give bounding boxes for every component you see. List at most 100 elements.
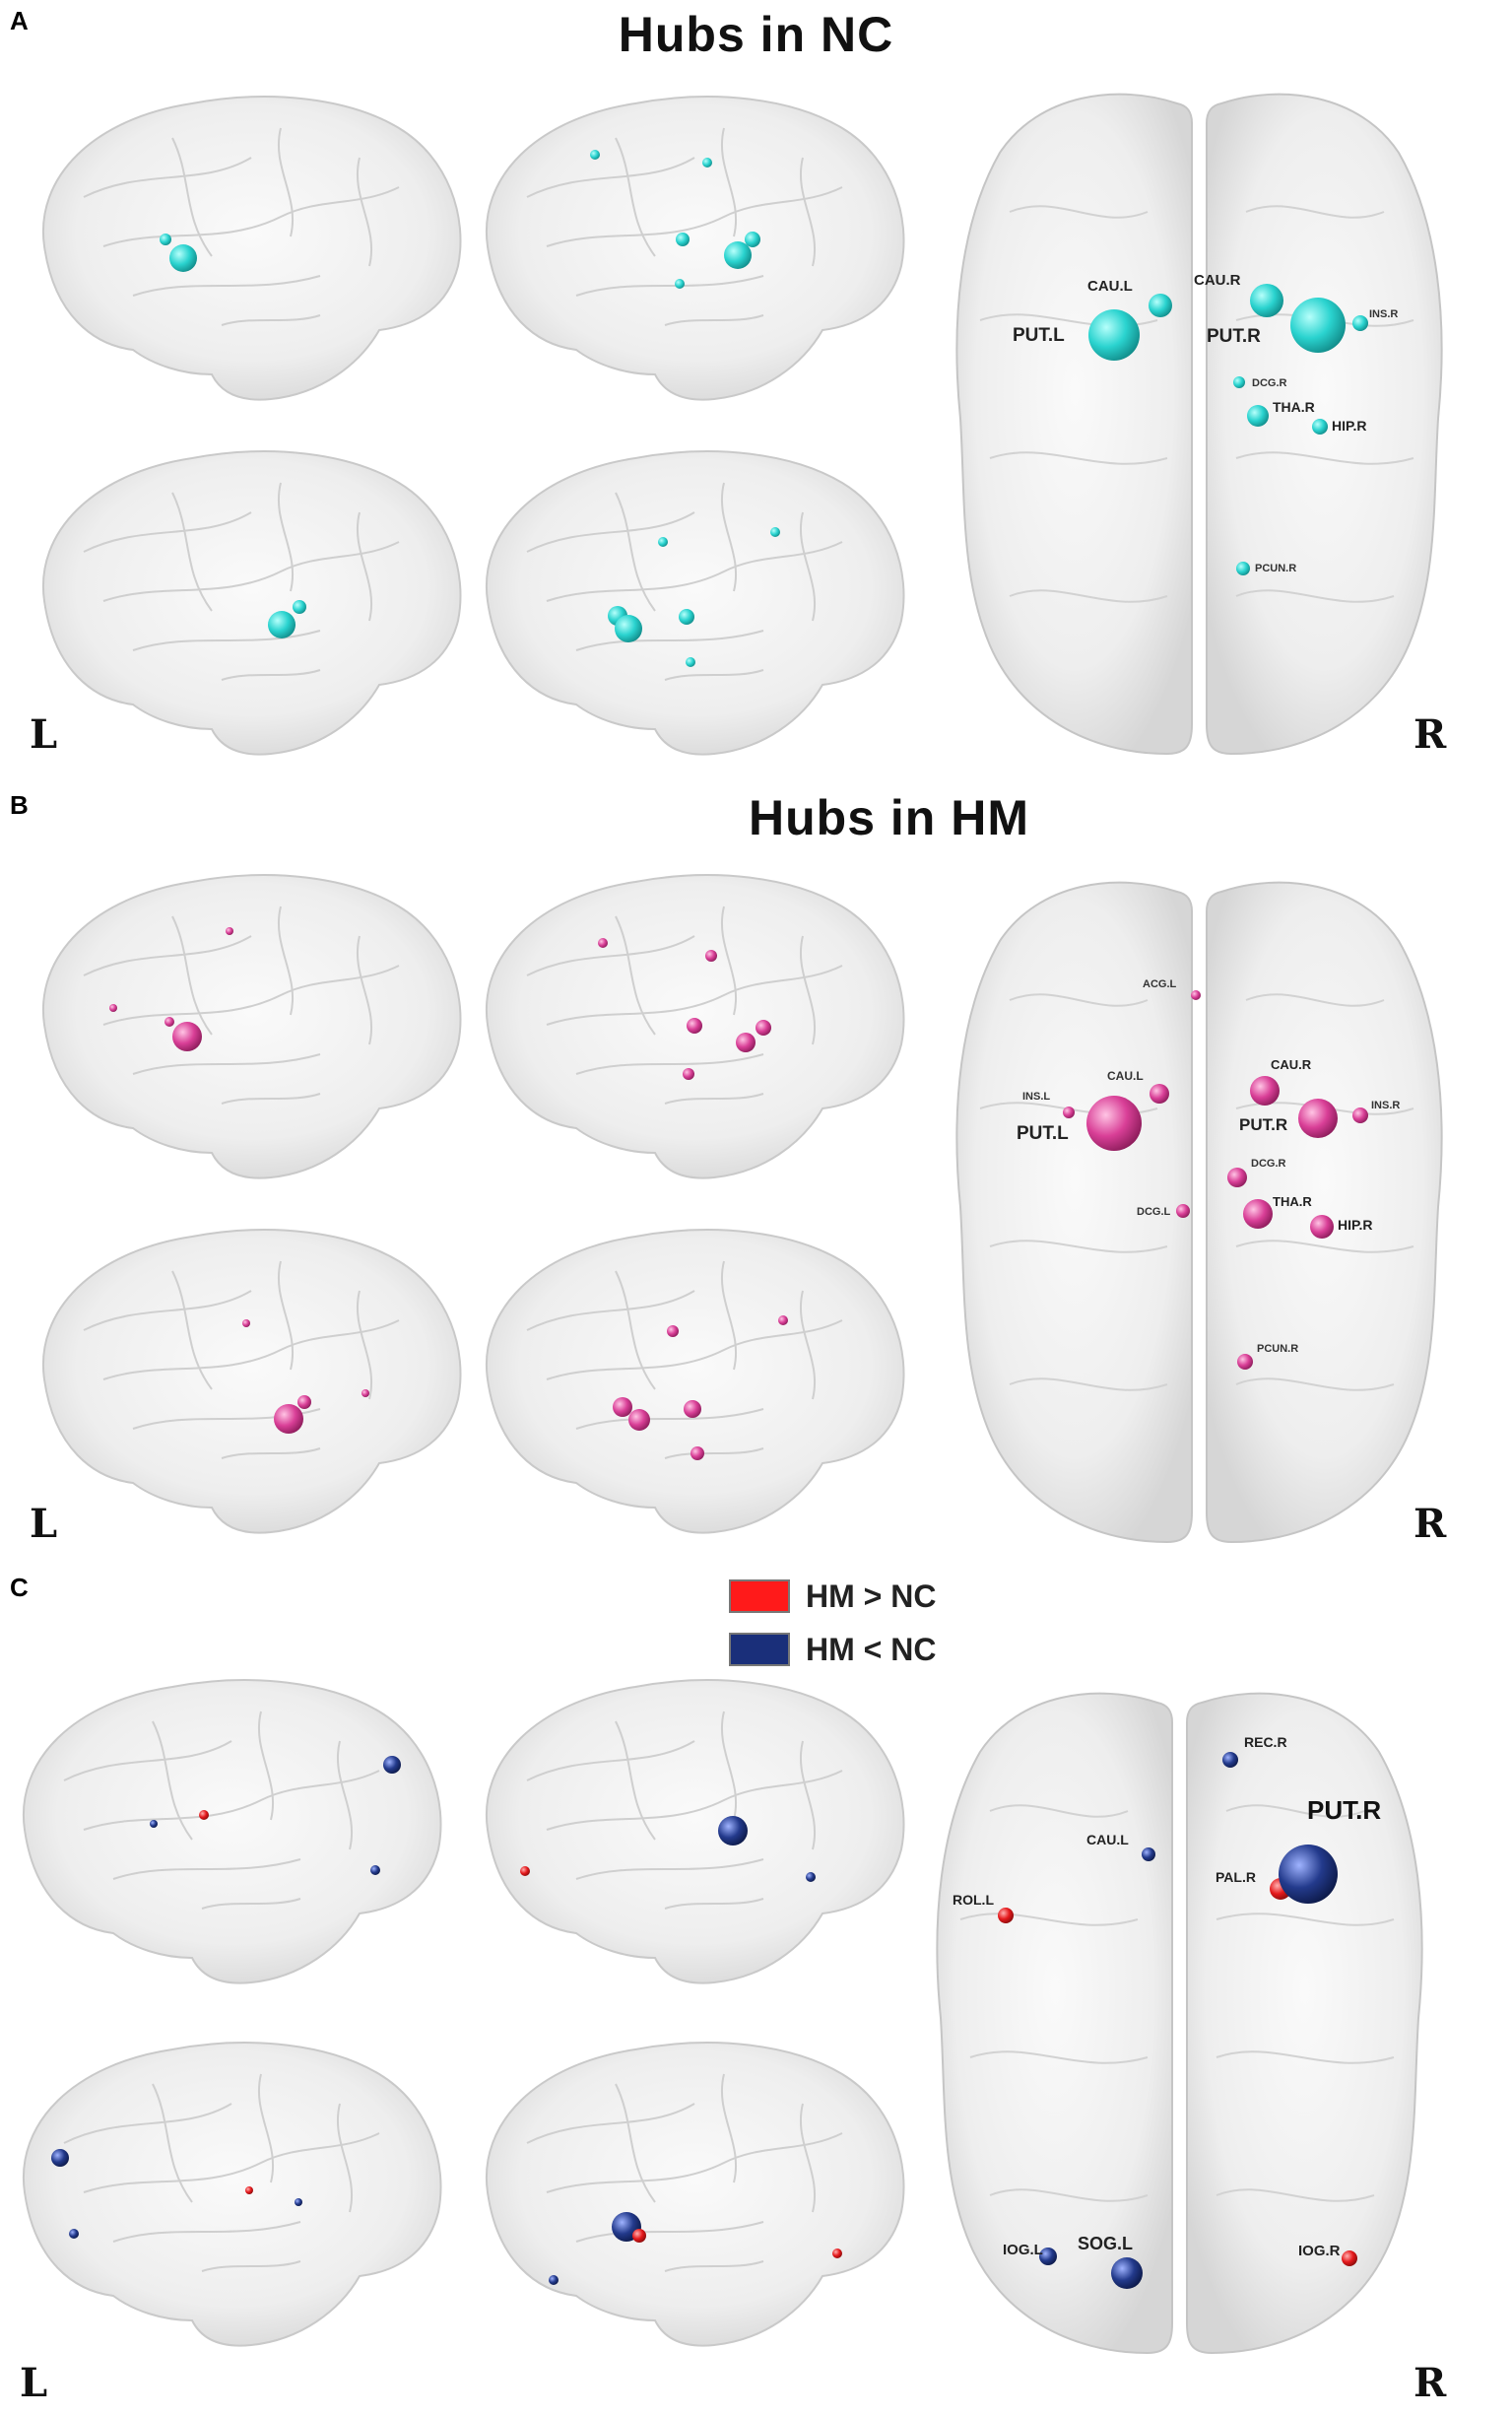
node-label: PUT.R [1239, 1115, 1287, 1134]
node-label: CAU.R [1271, 1057, 1312, 1072]
diff-node [51, 2149, 69, 2167]
diff-node [1111, 2257, 1143, 2289]
diff-node [832, 2248, 842, 2258]
diff-node [383, 1756, 401, 1774]
hub-node [1086, 1096, 1142, 1151]
diff-node [245, 2186, 253, 2194]
legend-item-decrease: HM < NC [729, 1631, 937, 1667]
hub-node [1352, 1107, 1368, 1123]
hub-node [1150, 1084, 1169, 1104]
node-label: REC.R [1244, 1734, 1287, 1750]
node-label: THA.R [1273, 399, 1315, 415]
node-label: ROL.L [953, 1892, 994, 1908]
right-hemisphere-label: R [1413, 2360, 1447, 2406]
hub-node [687, 1018, 702, 1034]
legend-swatch-red [729, 1579, 790, 1613]
hub-node [1298, 1099, 1338, 1138]
node-label: IOG.R [1298, 2243, 1341, 2259]
panel-b: B Hubs in HM [0, 783, 1512, 1572]
hub-node [297, 1395, 311, 1409]
node-label: PCUN.R [1255, 563, 1296, 574]
hub-node [1088, 309, 1140, 361]
legend-label: HM > NC [806, 1577, 937, 1614]
node-label: INS.L [1022, 1091, 1050, 1103]
hub-node [613, 1397, 632, 1417]
node-label: CAU.L [1087, 278, 1133, 295]
brain-views: REC.R PUT.R CAU.L PAL.R ROL.L IOG.L SOG.… [22, 1679, 1423, 2354]
hub-node [1237, 1354, 1253, 1370]
hub-node [679, 609, 694, 625]
hub-node [1233, 376, 1245, 388]
hub-node [1191, 990, 1201, 1000]
hub-node [242, 1319, 250, 1327]
hub-node [1310, 1215, 1334, 1239]
hub-node [1149, 294, 1172, 317]
hub-node [1227, 1168, 1247, 1187]
diff-node [199, 1810, 209, 1820]
diff-node [150, 1820, 158, 1828]
hub-node [1243, 1199, 1273, 1229]
node-label: CAU.L [1086, 1832, 1129, 1847]
diff-node [69, 2229, 79, 2239]
panel-title: Hubs in NC [618, 7, 894, 62]
hub-node [109, 1004, 117, 1012]
panel-a: A Hubs in NC [0, 0, 1512, 769]
hub-node [274, 1404, 303, 1434]
hub-node [756, 1020, 771, 1036]
node-label: PAL.R [1216, 1869, 1256, 1885]
hub-node [676, 233, 690, 246]
hub-node [724, 241, 752, 269]
left-hemisphere-label: L [30, 1501, 58, 1547]
left-hemisphere-label: L [30, 711, 58, 758]
hub-node [169, 244, 197, 272]
node-label: PUT.R [1207, 326, 1261, 347]
hub-node [1290, 298, 1346, 353]
node-label: DCG.R [1251, 1158, 1286, 1170]
node-label: PUT.L [1017, 1123, 1069, 1144]
hub-node [1352, 315, 1368, 331]
hub-node [702, 158, 712, 168]
panel-letter: A [10, 6, 29, 35]
hub-node [1250, 284, 1283, 317]
hub-node [268, 611, 296, 638]
right-hemisphere-label: R [1413, 711, 1447, 758]
hub-node [1312, 419, 1328, 435]
hub-node [615, 615, 642, 642]
diff-node [718, 1816, 748, 1846]
diff-node [295, 2198, 302, 2206]
hub-node [683, 1068, 694, 1080]
node-label: SOG.L [1078, 2234, 1133, 2253]
hub-node [745, 232, 760, 247]
node-label: CAU.L [1107, 1069, 1144, 1083]
hub-node [1247, 405, 1269, 427]
node-label: DCG.L [1137, 1206, 1171, 1218]
node-label: PUT.L [1013, 325, 1065, 346]
hub-node [172, 1022, 202, 1051]
node-label: INS.R [1371, 1100, 1400, 1111]
diff-node [632, 2229, 646, 2243]
hub-node [1236, 562, 1250, 575]
hub-node [778, 1315, 788, 1325]
legend-label: HM < NC [806, 1631, 937, 1667]
left-hemisphere-label: L [20, 2360, 48, 2406]
brain-views: ACG.L INS.L CAU.L PUT.L CAU.R PUT.R INS.… [41, 874, 1443, 1543]
diff-node [998, 1908, 1014, 1923]
hub-node [160, 234, 171, 245]
hub-node [770, 527, 780, 537]
node-label: ACG.L [1143, 978, 1177, 990]
node-label: IOG.L [1003, 2242, 1043, 2258]
panel-letter: B [10, 790, 29, 820]
legend-item-increase: HM > NC [729, 1577, 937, 1614]
hub-node [590, 150, 600, 160]
hub-node [293, 600, 306, 614]
panel-letter: C [10, 1573, 29, 1602]
hub-node [686, 657, 695, 667]
right-hemisphere-label: R [1413, 1501, 1447, 1547]
diff-node [1142, 1847, 1155, 1861]
diff-node [806, 1872, 816, 1882]
hub-node [690, 1446, 704, 1460]
hub-node [658, 537, 668, 547]
diff-node [1039, 2248, 1057, 2265]
brain-views: PUT.L CAU.L CAU.R PUT.R INS.R DCG.R THA.… [41, 93, 1443, 756]
panel-title: Hubs in HM [749, 790, 1029, 845]
